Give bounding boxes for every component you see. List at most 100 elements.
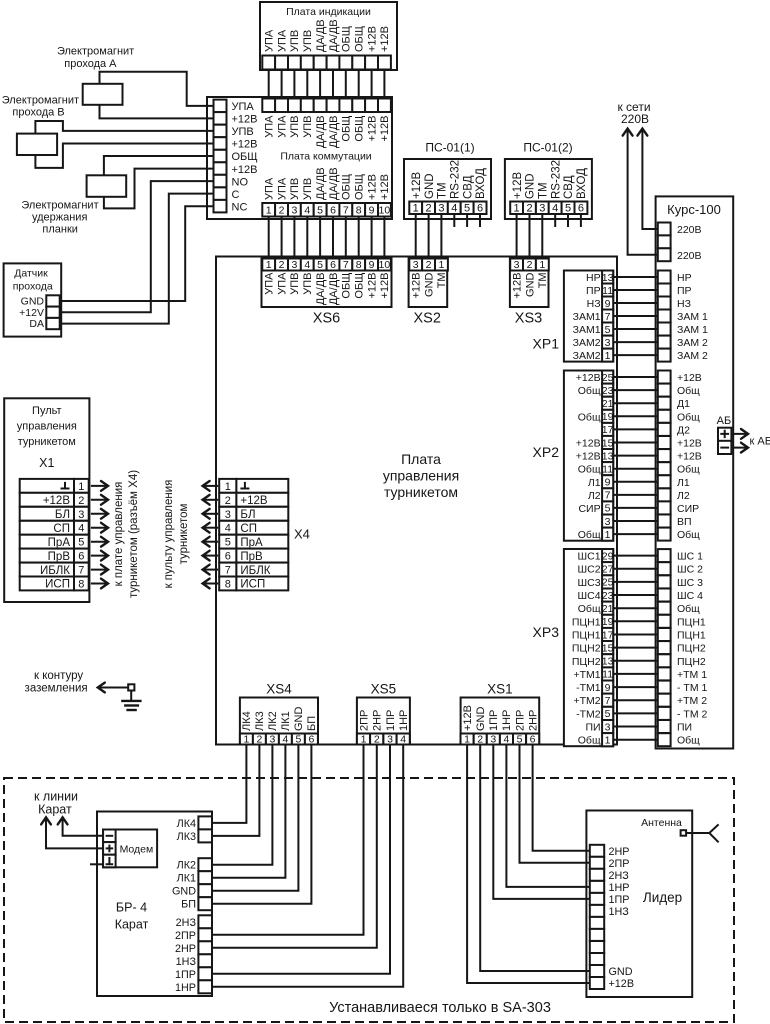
svg-text:GND: GND — [524, 272, 536, 297]
svg-text:5: 5 — [605, 324, 611, 336]
svg-text:Карат: Карат — [115, 918, 149, 932]
svg-text:ОБЩ: ОБЩ — [341, 116, 353, 142]
svg-text:ПЦН2: ПЦН2 — [677, 656, 706, 668]
svg-text:УПА: УПА — [276, 177, 288, 200]
svg-text:ИСП: ИСП — [45, 579, 70, 591]
svg-text:2: 2 — [279, 205, 285, 217]
svg-text:3: 3 — [291, 205, 297, 217]
svg-text:13: 13 — [602, 272, 614, 284]
svg-text:5: 5 — [317, 259, 323, 271]
svg-text:NC: NC — [232, 201, 248, 213]
svg-text:ОБЩ: ОБЩ — [341, 174, 353, 200]
svg-text:GND: GND — [172, 886, 196, 898]
svg-text:7: 7 — [605, 490, 611, 502]
svg-text:2НР: 2НР — [372, 710, 384, 731]
svg-text:2ПР: 2ПР — [609, 858, 630, 870]
svg-text:СИР: СИР — [578, 503, 600, 515]
svg-text:27: 27 — [602, 564, 614, 576]
svg-text:6: 6 — [225, 551, 231, 563]
svg-text:1: 1 — [438, 259, 444, 271]
svg-text:к сети: к сети — [617, 100, 650, 114]
svg-text:Общ: Общ — [578, 603, 601, 615]
svg-text:+ТМ 1: +ТМ 1 — [677, 669, 707, 681]
svg-text:Л2: Л2 — [588, 490, 601, 502]
svg-text:+ТМ2: +ТМ2 — [573, 695, 600, 707]
svg-text:1: 1 — [266, 259, 272, 271]
svg-text:Общ: Общ — [677, 385, 700, 397]
svg-text:25: 25 — [602, 577, 614, 589]
svg-text:+12В: +12В — [379, 174, 391, 200]
svg-text:7: 7 — [78, 565, 84, 577]
svg-text:8: 8 — [78, 579, 84, 591]
svg-text:+12В: +12В — [677, 372, 702, 384]
svg-text:DA: DA — [29, 318, 44, 330]
svg-text:5: 5 — [225, 537, 231, 549]
svg-text:19: 19 — [602, 616, 614, 628]
svg-text:+12В: +12В — [379, 26, 391, 52]
svg-text:1: 1 — [413, 203, 419, 215]
svg-text:RS-232: RS-232 — [450, 160, 462, 199]
svg-text:турникетом: турникетом — [18, 436, 76, 448]
svg-text:6: 6 — [530, 734, 536, 746]
svg-text:УПВ: УПВ — [302, 30, 314, 52]
svg-text:2: 2 — [527, 259, 533, 271]
svg-text:+12В: +12В — [576, 451, 601, 463]
svg-text:Электромагнит: Электромагнит — [21, 200, 98, 212]
svg-text:2: 2 — [78, 495, 84, 507]
svg-text:2ПР: 2ПР — [514, 710, 526, 731]
svg-text:ПЦН1: ПЦН1 — [677, 616, 706, 628]
svg-text:XS6: XS6 — [313, 311, 340, 327]
svg-text:прохода А: прохода А — [64, 58, 117, 70]
svg-text:ШС 1: ШС 1 — [677, 551, 703, 563]
svg-text:ДА/ДВ: ДА/ДВ — [315, 19, 327, 52]
svg-text:ШС4: ШС4 — [578, 590, 601, 602]
svg-text:10: 10 — [379, 259, 391, 271]
svg-text:GND: GND — [525, 173, 537, 199]
svg-text:7: 7 — [605, 311, 611, 323]
svg-text:XS4: XS4 — [266, 682, 292, 697]
svg-text:Л1: Л1 — [677, 477, 690, 489]
svg-text:Общ: Общ — [578, 411, 601, 423]
svg-text:17: 17 — [602, 629, 614, 641]
svg-text:УПВ: УПВ — [289, 116, 301, 138]
svg-text:1НЗ: 1НЗ — [609, 906, 629, 918]
svg-text:ХР3: ХР3 — [533, 624, 560, 640]
svg-text:УПА: УПА — [264, 272, 276, 295]
svg-text:турникетом (разъём Х4): турникетом (разъём Х4) — [128, 470, 140, 598]
svg-text:6: 6 — [330, 205, 336, 217]
svg-text:5: 5 — [317, 205, 323, 217]
svg-text:+12В: +12В — [576, 372, 601, 384]
svg-text:GND: GND — [293, 707, 305, 732]
svg-text:НР: НР — [586, 272, 601, 284]
svg-text:1: 1 — [464, 734, 470, 746]
svg-text:25: 25 — [602, 372, 614, 384]
svg-text:1: 1 — [605, 735, 611, 747]
svg-text:21: 21 — [602, 603, 614, 615]
svg-text:2: 2 — [477, 734, 483, 746]
svg-text:УПВ: УПВ — [302, 273, 314, 295]
svg-text:11: 11 — [602, 464, 613, 476]
svg-text:+12В: +12В — [366, 116, 378, 142]
svg-text:2НЗ: 2НЗ — [176, 917, 196, 929]
svg-text:Лидер: Лидер — [643, 890, 682, 905]
svg-text:2НР: 2НР — [527, 710, 539, 731]
svg-text:Электромагнит: Электромагнит — [57, 46, 134, 58]
svg-text:Общ: Общ — [578, 529, 601, 541]
svg-text:Общ: Общ — [578, 735, 601, 747]
svg-text:ЗАМ 1: ЗАМ 1 — [677, 324, 708, 336]
svg-text:ЛК2: ЛК2 — [267, 711, 279, 731]
svg-text:4: 4 — [304, 205, 310, 217]
svg-text:к линии: к линии — [34, 790, 78, 804]
svg-text:+12В: +12В — [379, 116, 391, 142]
svg-text:1: 1 — [266, 205, 272, 217]
svg-text:планки: планки — [42, 224, 78, 236]
svg-text:3: 3 — [438, 203, 444, 215]
svg-text:УПА: УПА — [276, 29, 288, 52]
svg-text:11: 11 — [602, 285, 613, 297]
svg-text:заземления: заземления — [25, 683, 88, 695]
svg-text:ЗАМ 2: ЗАМ 2 — [677, 350, 708, 362]
svg-text:7: 7 — [225, 565, 231, 577]
svg-text:2: 2 — [426, 259, 432, 271]
svg-text:+12В: +12В — [677, 451, 702, 463]
svg-text:+12В: +12В — [677, 438, 702, 450]
